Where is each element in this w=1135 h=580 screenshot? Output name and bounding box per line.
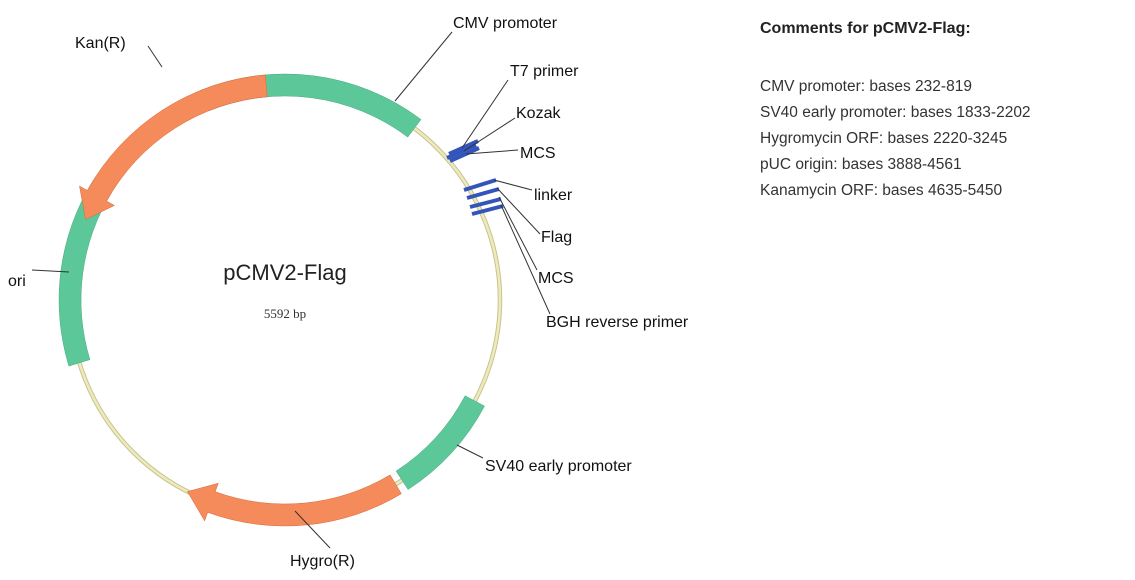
flag-leader (496, 187, 541, 235)
plasmid-size: 5592 bp (264, 306, 306, 321)
bgh-reverse-primer-leader (500, 204, 551, 315)
kozak-tick (449, 146, 480, 163)
kozak-leader (463, 117, 516, 152)
label-t7-primer: T7 primer (510, 63, 579, 80)
mcs-leader (465, 149, 519, 155)
hygro-r-leader (294, 510, 331, 549)
mcs-2-leader (498, 196, 538, 271)
label-ori: ori (8, 273, 26, 290)
label-kozak: Kozak (516, 105, 561, 122)
flag-tick (466, 187, 500, 200)
hygro-r-arrow (187, 474, 402, 527)
comments-title: Comments for pCMV2-Flag: (760, 20, 971, 37)
comment-line: Kanamycin ORF: bases 4635-5450 (760, 182, 1003, 199)
ori-leader (31, 269, 70, 273)
t7-primer-leader (461, 79, 509, 149)
sv40-early-promoter-arc (395, 395, 485, 490)
cmv-promoter-leader (394, 31, 453, 102)
comments-list: CMV promoter: bases 232-819 SV40 early p… (760, 74, 1130, 204)
label-cmv-promoter: CMV promoter (453, 15, 558, 32)
kan-r-arrow (79, 74, 268, 220)
kan-r-leader (147, 45, 163, 68)
linker-leader (493, 179, 533, 191)
bgh-reverse-primer-tick (471, 204, 504, 216)
comment-line: SV40 early promoter: bases 1833-2202 (760, 104, 1031, 121)
label-mcs-2: MCS (538, 270, 574, 287)
plasmid-map: CMV promoter T7 primer Kozak MCS linker … (8, 15, 689, 570)
t7-primer-tick (446, 143, 477, 160)
mcs-tick (448, 139, 479, 156)
plasmid-name: pCMV2-Flag (223, 260, 346, 285)
label-linker: linker (534, 187, 573, 204)
comment-line: pUC origin: bases 3888-4561 (760, 156, 962, 173)
label-mcs: MCS (520, 145, 556, 162)
sv40-early-promoter-leader (456, 444, 484, 459)
mcs-2-tick (469, 197, 502, 209)
comment-line: CMV promoter: bases 232-819 (760, 78, 972, 95)
label-flag: Flag (541, 229, 572, 246)
comments-panel: Comments for pCMV2-Flag: CMV promoter: b… (760, 20, 1130, 204)
linker-tick (463, 178, 497, 192)
label-bgh-reverse-primer: BGH reverse primer (546, 314, 689, 331)
label-sv40-early-promoter: SV40 early promoter (485, 458, 632, 475)
comment-line: Hygromycin ORF: bases 2220-3245 (760, 130, 1008, 147)
label-hygro-r: Hygro(R) (290, 553, 355, 570)
leader-lines (31, 31, 551, 549)
label-kan-r: Kan(R) (75, 35, 126, 52)
site-ticks (446, 139, 504, 216)
